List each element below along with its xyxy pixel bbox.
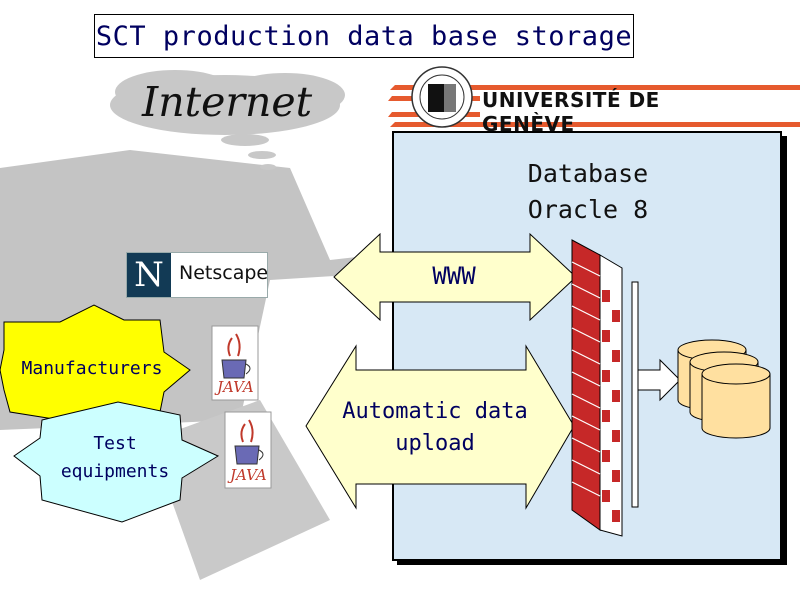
university-name: UNIVERSITÉ DE GENÈVE [482,88,660,136]
background-shard [150,400,330,580]
netscape-letter: N [127,253,171,297]
java-label: JAVA [217,378,254,396]
java-cup-icon [224,411,272,489]
upload-label: Automatic data upload [330,396,540,460]
cloud-icon [110,70,345,170]
netscape-logo-icon: N Netscape [126,252,268,298]
database-title: Database Oracle 8 [498,156,678,228]
java-cup-icon [211,325,259,401]
manufacturers-burst [0,304,191,421]
server-area-shadow [781,136,787,564]
test-equipments-burst [13,401,220,523]
test-equipments-label: Test equipments [50,430,180,486]
geneva-seal-icon [411,66,473,128]
test-label-line2: equipments [60,461,170,482]
manufacturers-label: Manufacturers [21,358,163,379]
java-label: JAVA [230,466,267,484]
upload-label-line1: Automatic data [342,399,528,424]
firewall-brick-wall-icon [571,239,623,537]
test-label-line1: Test [93,433,137,454]
server-area-shadow-bottom [397,560,787,565]
www-label: WWW [432,262,476,290]
page-title: SCT production data base storage [94,14,634,58]
database-title-line2: Oracle 8 [527,195,649,224]
cloud-label: Internet [142,78,313,126]
database-title-line1: Database [527,159,649,188]
db-arrow [631,281,681,508]
netscape-name: Netscape [179,262,269,284]
upload-label-line2: upload [395,431,475,456]
database-cylinder-icon [677,339,771,439]
